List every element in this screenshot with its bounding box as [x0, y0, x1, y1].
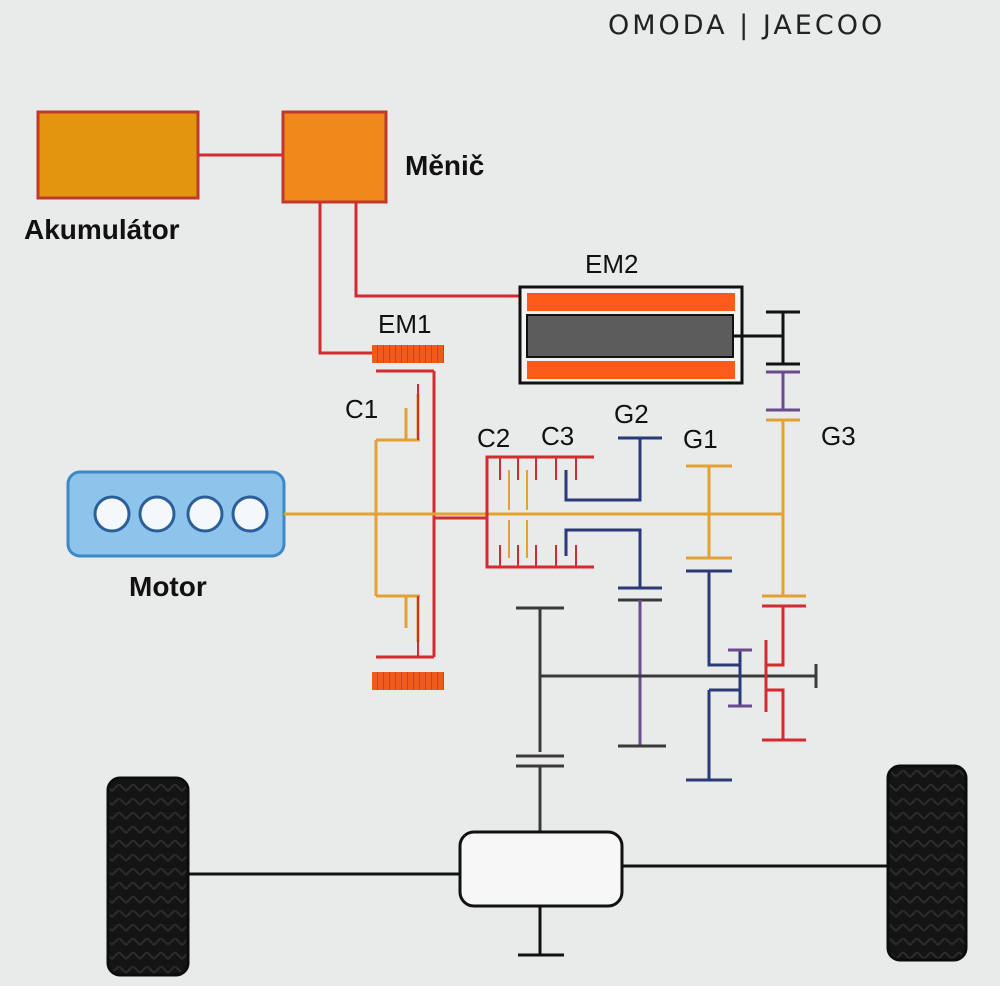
inverter-em2-link [354, 202, 520, 298]
engine-cylinder-4 [231, 495, 269, 533]
g3-lower-gear [762, 688, 806, 742]
reverse-lower-gear [686, 690, 732, 782]
em2-stator-top [527, 293, 735, 311]
engine-cylinder-3 [186, 495, 224, 533]
g3-driven-link [766, 606, 785, 667]
c2c3-plates-bottom [499, 545, 577, 567]
em1-label: EM1 [378, 309, 431, 339]
em2-label: EM2 [585, 249, 638, 279]
c2c3-housing [485, 455, 594, 569]
engine-cylinder-1 [93, 495, 131, 533]
c2-plates [508, 470, 528, 558]
c3-output-upper [564, 438, 642, 502]
inverter-em1-link [318, 202, 372, 355]
c1-label: C1 [345, 394, 378, 424]
g1-driven-link [707, 571, 740, 667]
em1-coil-bottom [372, 672, 444, 690]
battery-block [36, 110, 200, 200]
em2-stator-bottom [527, 361, 735, 379]
g2-label: G2 [614, 399, 649, 429]
brand-logo: OMODA | JAECOO [608, 10, 885, 41]
c2c3-plates-top [499, 457, 577, 480]
g1-label: G1 [683, 424, 718, 454]
g3-label: G3 [821, 421, 856, 451]
engine-cylinder-2 [138, 495, 176, 533]
differential [458, 830, 624, 908]
em2-rotor [526, 314, 734, 358]
right-wheel [886, 764, 968, 962]
battery-label: Akumulátor [24, 214, 180, 245]
c3-label: C3 [541, 421, 574, 451]
em1-coil-top [372, 345, 444, 363]
inverter-block [281, 110, 388, 204]
c3-output-lower [564, 528, 642, 588]
left-wheel [106, 776, 190, 977]
engine-label: Motor [129, 571, 207, 602]
inverter-label: Měnič [405, 150, 484, 181]
c2-label: C2 [477, 423, 510, 453]
